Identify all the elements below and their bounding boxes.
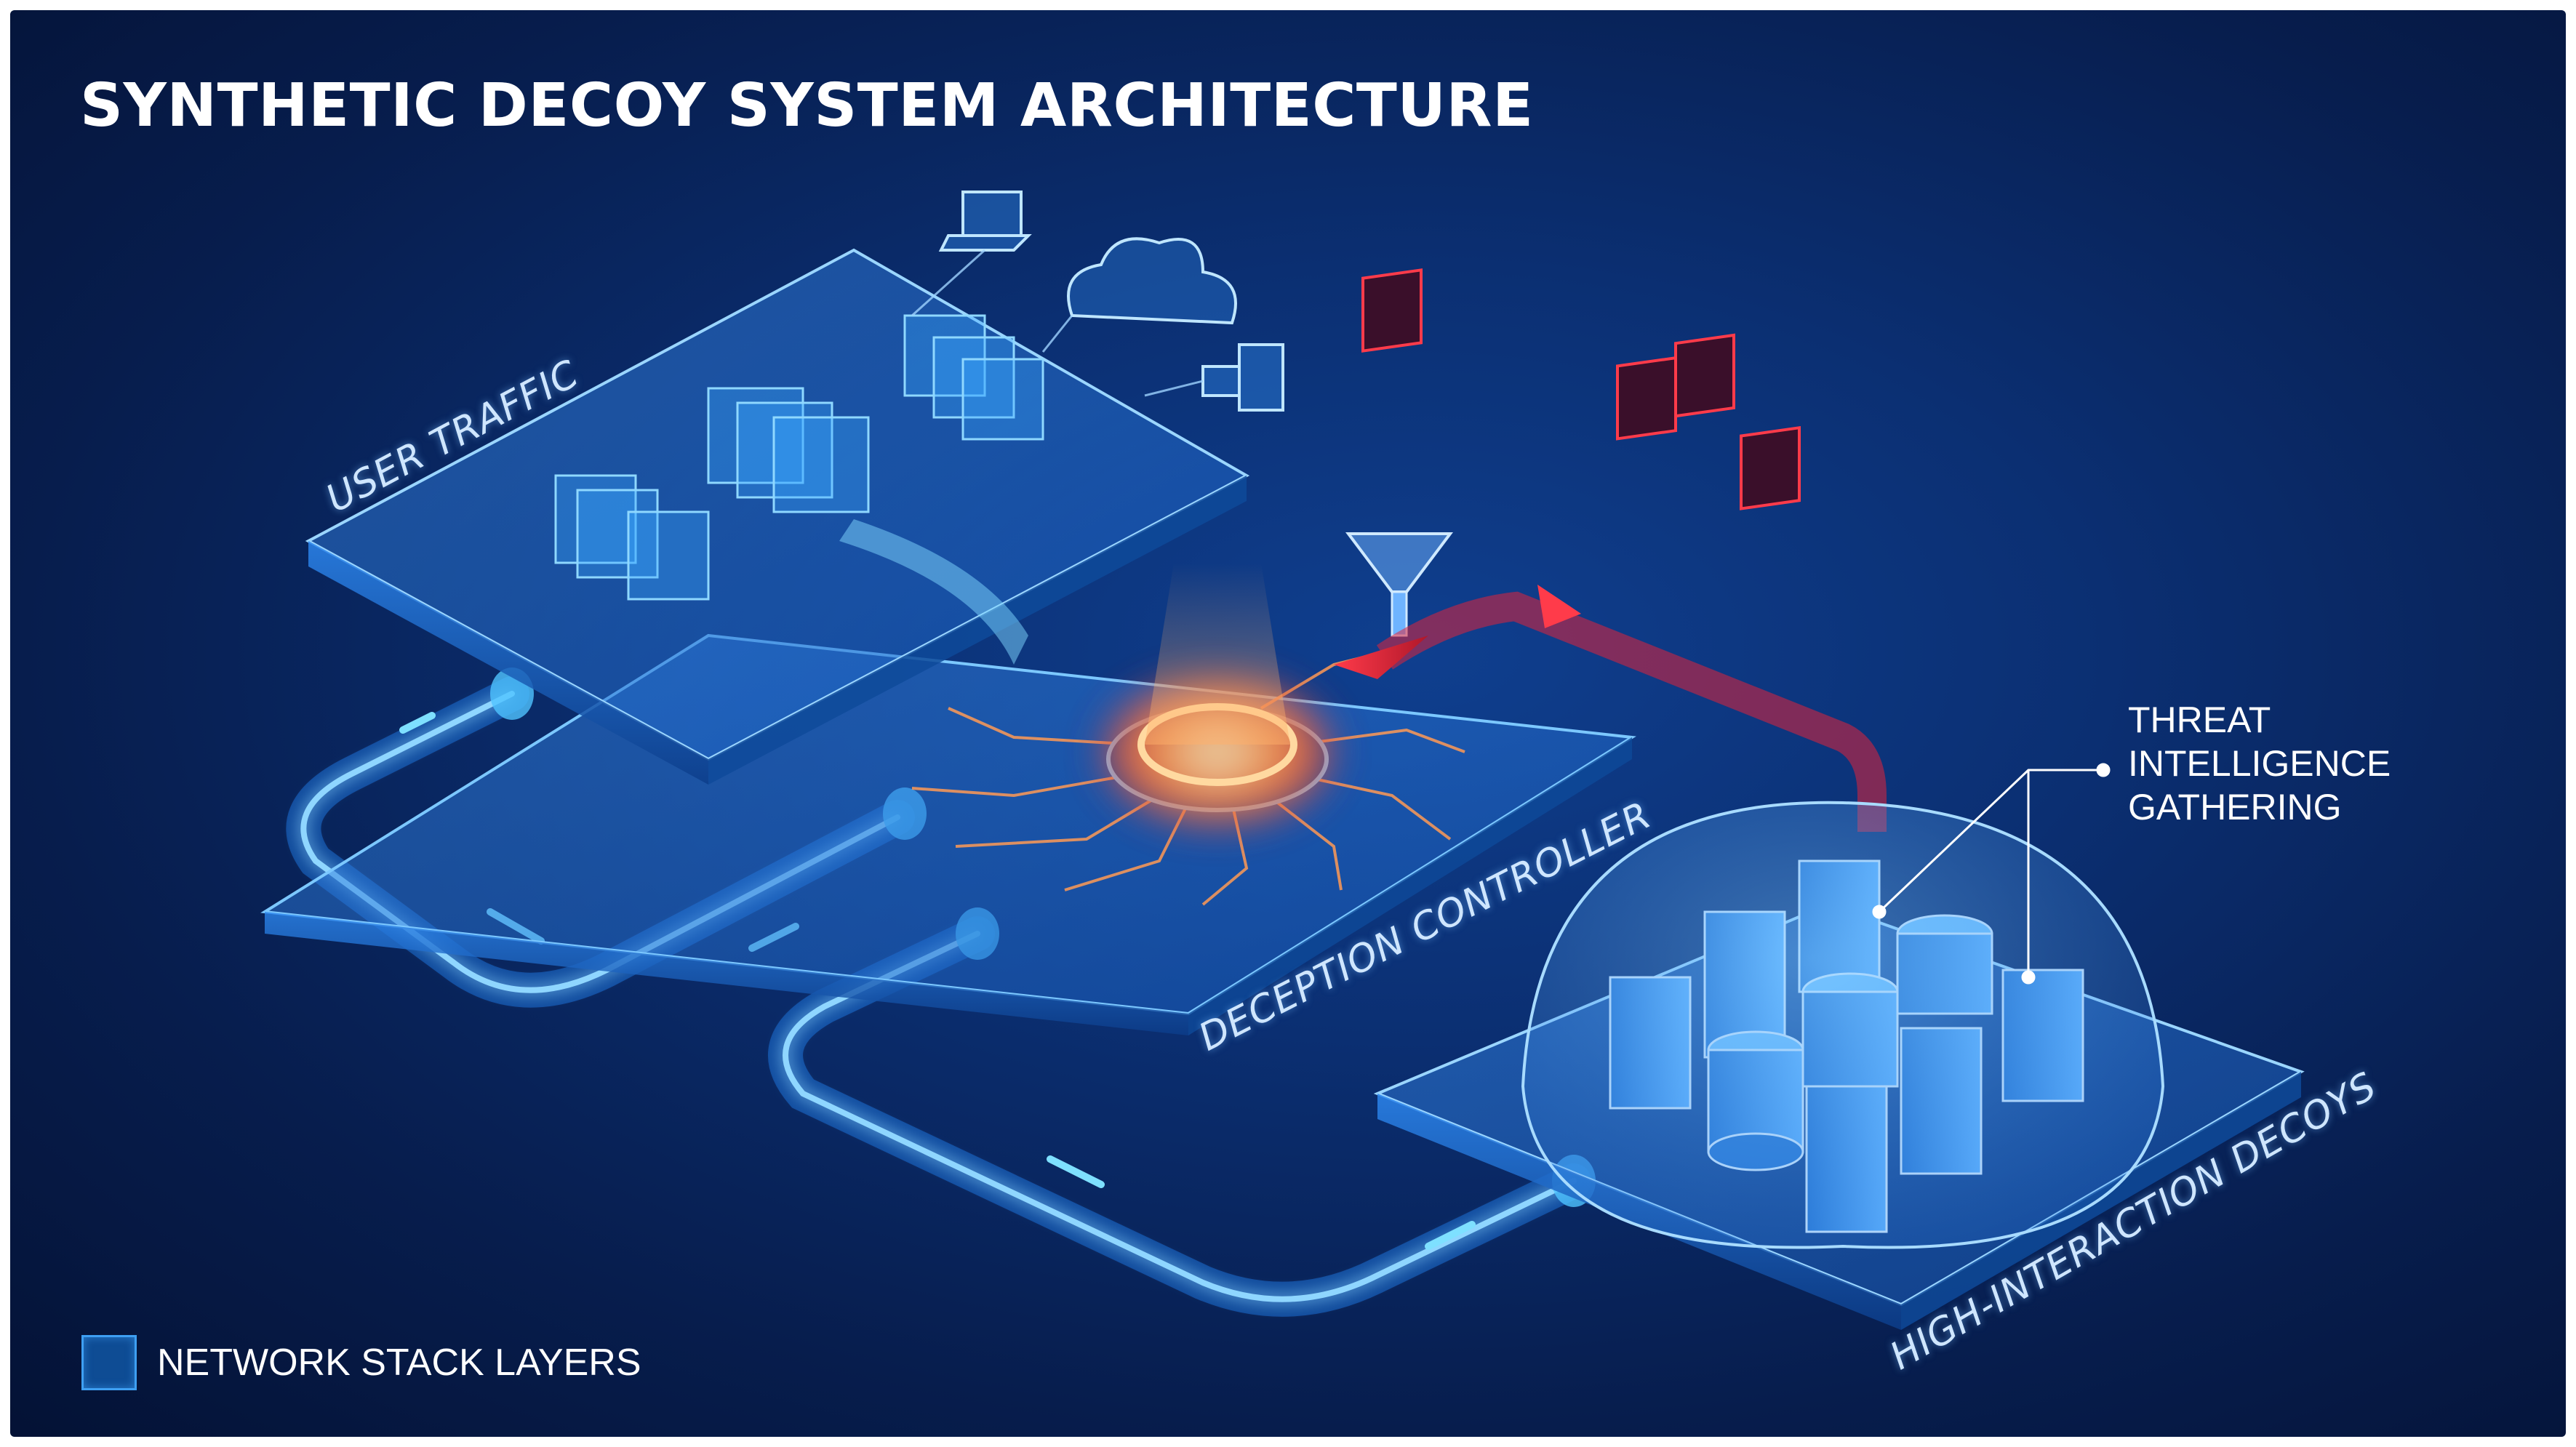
threat-intelligence-callout: THREAT INTELLIGENCE GATHERING <box>2128 698 2433 829</box>
decoy-dome <box>1521 801 2165 1249</box>
diagram-canvas: SYNTHETIC DECOY SYSTEM ARCHITECTURE USER… <box>10 10 2566 1437</box>
threat-flow-arrow <box>1334 268 1887 832</box>
legend-swatch <box>81 1335 137 1390</box>
network-pipes <box>286 668 1596 1317</box>
server-tower-icon <box>1201 343 1284 412</box>
connector-lines <box>911 249 1204 397</box>
legend: NETWORK STACK LAYERS <box>81 1335 641 1390</box>
cloud-icon <box>1067 237 1237 325</box>
callout-line: GATHERING <box>2128 787 2342 827</box>
callout-line: THREAT <box>2128 700 2271 740</box>
laptop-icon <box>938 191 1032 252</box>
callout-line: INTELLIGENCE <box>2128 743 2391 784</box>
deception-controller-platform <box>260 563 1636 1035</box>
legend-label: NETWORK STACK LAYERS <box>157 1342 641 1384</box>
user-traffic-platform <box>305 248 1250 785</box>
architecture-illustration <box>260 191 2305 1330</box>
diagram-title: SYNTHETIC DECOY SYSTEM ARCHITECTURE <box>80 71 1534 140</box>
callout-leaders <box>1872 763 2111 985</box>
